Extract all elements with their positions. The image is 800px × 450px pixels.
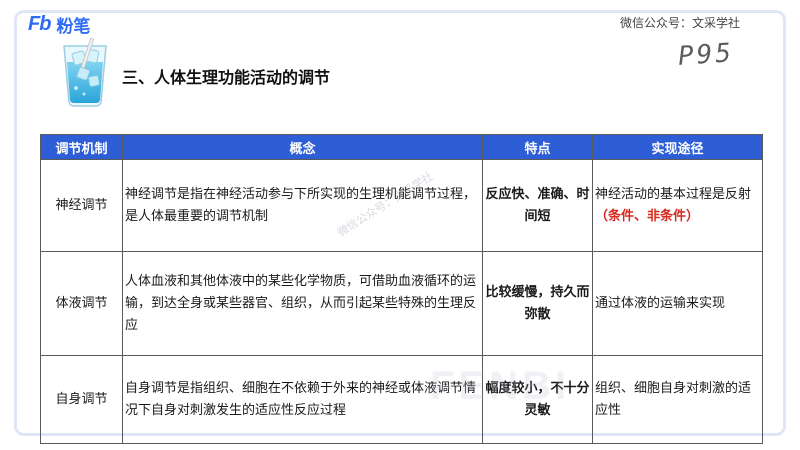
row-pathway-text: 神经活动的基本过程是反射 xyxy=(595,186,752,202)
wechat-label: 微信公众号：文采学社 xyxy=(620,16,741,30)
row-feature: 幅度较小，不十分灵敏 xyxy=(482,355,593,444)
row-pathway: 组织、细胞自身对刺激的适应性 xyxy=(592,355,763,444)
table-row: 神经调节 神经调节是指在神经活动参与下所实现的生理机能调节过程，是人体最重要的调… xyxy=(40,159,763,252)
row-mechanism: 自身调节 xyxy=(40,355,123,444)
header-mechanism: 调节机制 xyxy=(40,134,123,160)
header-concept: 概念 xyxy=(122,134,483,160)
header-pathway: 实现途径 xyxy=(592,134,763,160)
page-number: P95 xyxy=(677,38,735,72)
row-concept: 人体血液和其他体液中的某些化学物质，可借助血液循环的运输，到达全身或某些器官、组… xyxy=(122,251,483,356)
row-mechanism: 神经调节 xyxy=(40,159,123,252)
header-feature: 特点 xyxy=(482,134,593,160)
table-header-row: 调节机制 概念 特点 实现途径 xyxy=(40,134,763,160)
brand-logo: Fb 粉笔 xyxy=(28,12,91,37)
row-pathway: 神经活动的基本过程是反射 （条件、非条件） xyxy=(592,159,763,252)
row-pathway-highlight: （条件、非条件） xyxy=(595,208,700,224)
section-title: 三、人体生理功能活动的调节 xyxy=(122,68,331,87)
regulation-table: 调节机制 概念 特点 实现途径 神经调节 神经调节是指在神经活动参与下所实现的生… xyxy=(40,134,763,444)
brand-name: 粉笔 xyxy=(56,16,91,37)
row-feature: 比较缓慢，持久而弥散 xyxy=(482,251,593,356)
fenbi-logo-icon: Fb xyxy=(28,12,51,35)
row-pathway: 通过体液的运输来实现 xyxy=(592,251,763,356)
table-row: 体液调节 人体血液和其他体液中的某些化学物质，可借助血液循环的运输，到达全身或某… xyxy=(40,251,763,356)
row-mechanism: 体液调节 xyxy=(40,251,123,356)
ice-water-glass-icon xyxy=(63,38,107,107)
row-concept: 自身调节是指组织、细胞在不依赖于外来的神经或体液调节情况下自身对刺激发生的适应性… xyxy=(122,355,483,444)
table-row: 自身调节 自身调节是指组织、细胞在不依赖于外来的神经或体液调节情况下自身对刺激发… xyxy=(40,355,763,444)
row-feature: 反应快、准确、时间短 xyxy=(482,159,593,252)
watermark-brand: FENBI xyxy=(430,364,570,408)
